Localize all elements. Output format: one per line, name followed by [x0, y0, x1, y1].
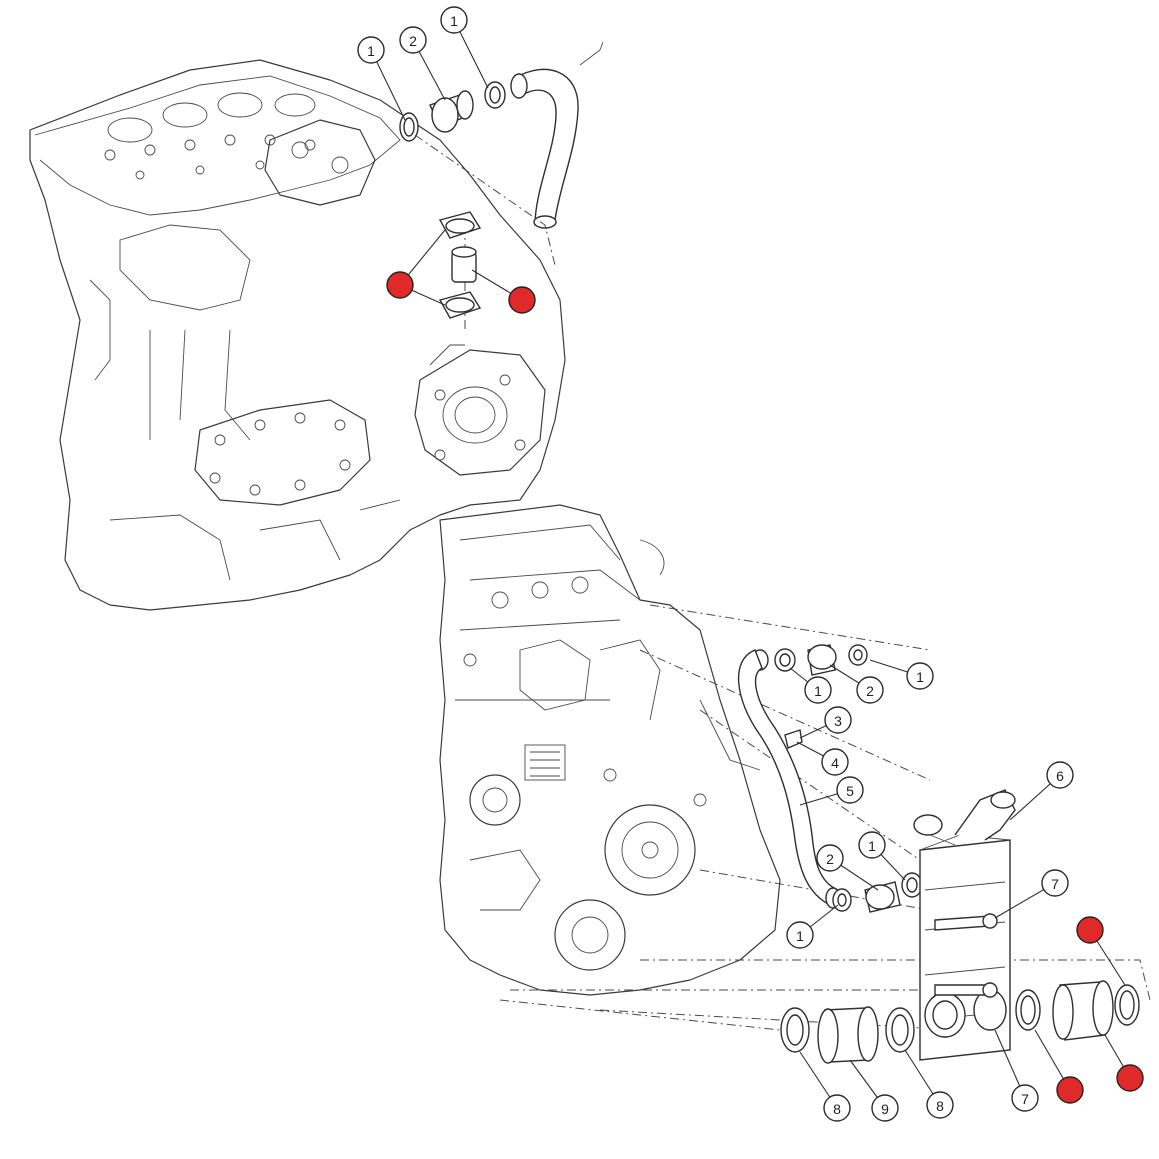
callout-marker	[1011, 1084, 1039, 1112]
bottom-callout-17	[1056, 1076, 1084, 1104]
callout-marker	[858, 831, 886, 859]
callout-number: 8	[833, 1101, 841, 1117]
callout-number: 2	[409, 33, 417, 49]
bottom-callout-10: 1	[786, 921, 814, 949]
callout-marker	[836, 776, 864, 804]
bottom-callout-18	[1116, 1064, 1144, 1092]
callout-number: 2	[826, 851, 834, 867]
highlighted-callout-marker	[1056, 1076, 1084, 1104]
callout-number: 1	[814, 683, 822, 699]
highlighted-callout-marker	[386, 271, 414, 299]
bottom-callout-6: 5	[836, 776, 864, 804]
callout-marker	[1041, 869, 1069, 897]
callout-number: 1	[916, 669, 924, 685]
top-callout-2: 2	[399, 26, 427, 54]
callout-marker	[399, 26, 427, 54]
callout-marker	[856, 676, 884, 704]
callout-marker	[823, 1094, 851, 1122]
bottom-engine-assembly-view	[439, 504, 1151, 1109]
callout-number: 6	[1056, 768, 1064, 784]
bottom-callout-13: 8	[823, 1094, 851, 1122]
top-callout-1: 1	[357, 36, 385, 64]
bottom-callout-9: 2	[816, 844, 844, 872]
callout-number: 7	[1051, 876, 1059, 892]
bottom-callout-16: 7	[1011, 1084, 1039, 1112]
callout-marker	[804, 676, 832, 704]
callout-number: 8	[936, 1098, 944, 1114]
bottom-callout-1: 1	[906, 662, 934, 690]
callout-number: 7	[1021, 1091, 1029, 1107]
callout-number: 1	[450, 13, 458, 29]
callout-number: 4	[831, 755, 839, 771]
callout-number: 9	[881, 1101, 889, 1117]
callout-marker	[786, 921, 814, 949]
callout-marker	[440, 6, 468, 34]
bottom-callout-4: 3	[824, 706, 852, 734]
callout-marker	[357, 36, 385, 64]
callout-number: 5	[846, 783, 854, 799]
highlighted-callout-marker	[508, 286, 536, 314]
callout-marker	[1046, 761, 1074, 789]
bottom-callout-15: 8	[926, 1091, 954, 1119]
callout-marker	[906, 662, 934, 690]
callout-marker	[821, 748, 849, 776]
bottom-callout-11: 7	[1041, 869, 1069, 897]
top-callout-3: 1	[440, 6, 468, 34]
bottom-callout-2: 2	[856, 676, 884, 704]
highlighted-callout-marker	[1116, 1064, 1144, 1092]
callout-number: 1	[796, 928, 804, 944]
top-callout-4	[386, 271, 414, 299]
top-callout-5	[508, 286, 536, 314]
bottom-callout-12	[1076, 916, 1104, 944]
callout-number: 3	[834, 713, 842, 729]
bottom-callout-14: 9	[871, 1094, 899, 1122]
callout-marker	[871, 1094, 899, 1122]
callout-number: 1	[367, 43, 375, 59]
callout-marker	[926, 1091, 954, 1119]
callout-number: 2	[866, 683, 874, 699]
bottom-callout-3: 1	[804, 676, 832, 704]
bottom-callout-7: 6	[1046, 761, 1074, 789]
bottom-callout-5: 4	[821, 748, 849, 776]
callout-marker	[824, 706, 852, 734]
top-engine-block-view	[29, 19, 604, 611]
callout-marker	[816, 844, 844, 872]
highlighted-callout-marker	[1076, 916, 1104, 944]
callout-number: 1	[868, 838, 876, 854]
bottom-callout-8: 1	[858, 831, 886, 859]
